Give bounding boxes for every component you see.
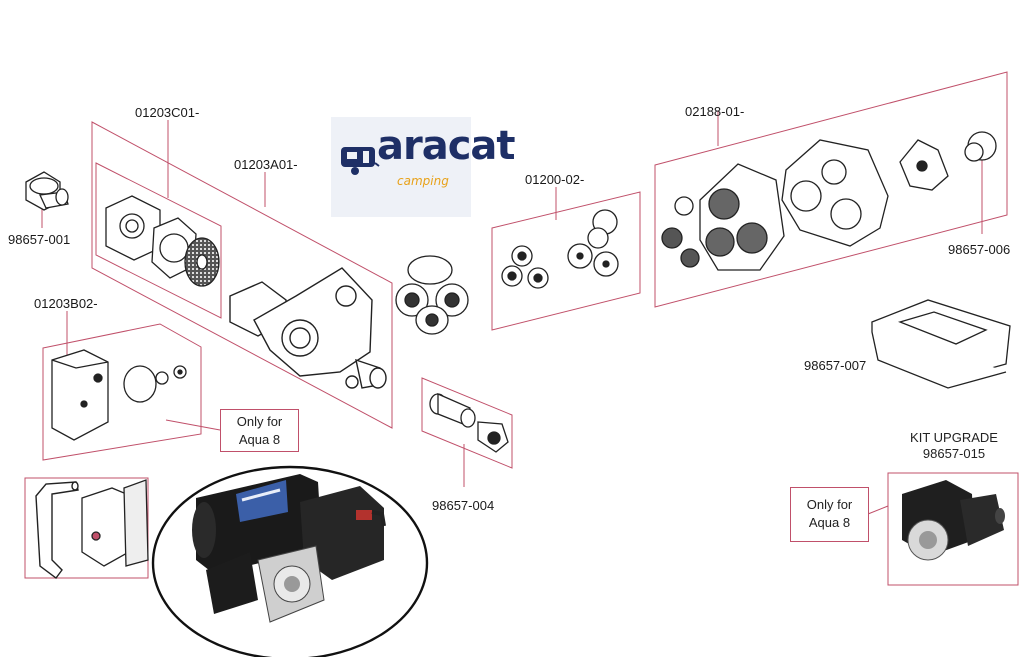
group-01203B02-outline xyxy=(42,323,202,461)
aracat-camping-logo: aracat camping xyxy=(331,117,516,217)
note-left-line1: Only for xyxy=(236,414,283,429)
group-kit-outline xyxy=(887,472,1019,586)
label-98657-001: 98657-001 xyxy=(8,232,71,247)
kit-upgrade-title: KIT UPGRADE xyxy=(910,430,998,445)
group-02188-01-outline xyxy=(654,71,1008,308)
note-only-for-aqua8-right: Only for Aqua 8 xyxy=(790,487,869,542)
pump-photo xyxy=(151,465,429,657)
label-98657-006: 98657-006 xyxy=(948,242,1011,257)
fitting-98657-001 xyxy=(25,171,69,211)
note-only-for-aqua8-left: Only for Aqua 8 xyxy=(220,409,299,452)
label-01203B02: 01203B02- xyxy=(34,296,98,311)
kit-upgrade-heading: KIT UPGRADE 98657-015 xyxy=(894,430,1014,462)
mounting-bracket-98657-007 xyxy=(871,299,1011,389)
group-01200-02-outline xyxy=(491,191,641,331)
label-98657-004: 98657-004 xyxy=(432,498,495,513)
allen-key-tool xyxy=(35,481,79,579)
label-02188-01: 02188-01- xyxy=(685,104,745,119)
valve-assembly xyxy=(395,255,469,335)
label-01203A01: 01203A01- xyxy=(234,157,298,172)
brand-name: aracat xyxy=(377,123,516,169)
group-01203C01-outline xyxy=(95,162,222,319)
diaphragm-assembly-02188-01 xyxy=(661,131,997,271)
kit-upgrade-code: 98657-015 xyxy=(922,446,986,461)
pump-housing-01203A01 xyxy=(229,267,387,389)
note-right-line1: Only for xyxy=(806,497,853,512)
inlet-cover-parts xyxy=(105,195,220,287)
label-01203C01: 01203C01- xyxy=(135,105,200,120)
pressure-switch-01203B02 xyxy=(51,349,187,441)
caravan-icon xyxy=(341,147,380,175)
group-tool-outline xyxy=(24,477,149,579)
valve-disks-01200-02 xyxy=(501,209,619,289)
label-01200-02: 01200-02- xyxy=(525,172,585,187)
hose-fittings-98657-004 xyxy=(429,393,509,453)
kit-upgrade-photo xyxy=(902,480,1005,561)
note-left-line2: Aqua 8 xyxy=(238,432,281,447)
group-98657-004-outline xyxy=(421,377,513,469)
leader-note-right xyxy=(867,505,889,515)
note-right-line2: Aqua 8 xyxy=(808,515,851,530)
leader-note-left xyxy=(165,419,221,431)
switch-module xyxy=(81,479,149,567)
group-01203A01-outline xyxy=(91,121,393,429)
label-98657-007: 98657-007 xyxy=(804,358,867,373)
brand-tagline: camping xyxy=(397,174,449,188)
